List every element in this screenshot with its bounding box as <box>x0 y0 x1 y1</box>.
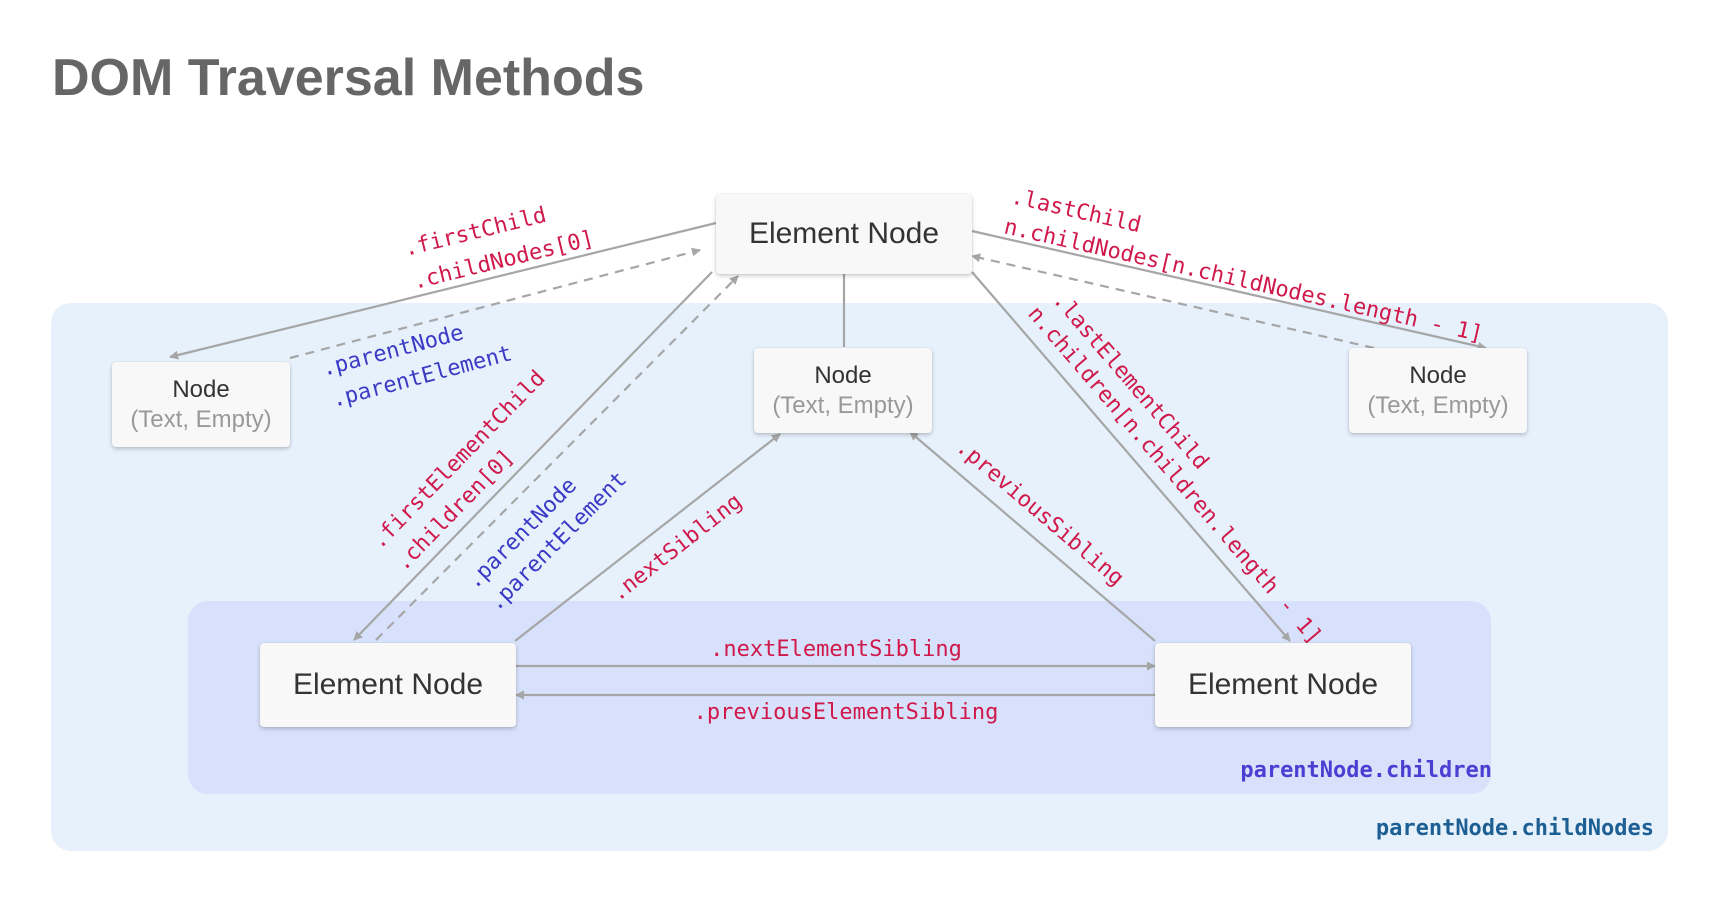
label-next-element-sibling: .nextElementSibling <box>710 637 962 662</box>
label-previous-sibling: .previousSibling <box>951 435 1128 592</box>
label-next-sibling: .nextSibling <box>606 489 747 607</box>
page-title: DOM Traversal Methods <box>52 49 645 107</box>
element-node-child-left: Element Node <box>260 643 516 727</box>
next-sibling-arrow <box>514 433 781 642</box>
node-sublabel: (Text, Empty) <box>772 391 914 419</box>
parent-node-arrow-left <box>289 247 701 360</box>
text-node-left: Node (Text, Empty) <box>112 362 290 447</box>
node-label: Node <box>814 361 872 389</box>
first-child-arrow <box>169 221 717 360</box>
node-label: Node <box>172 375 230 403</box>
childnodes-region-label: parentNode.childNodes <box>1375 816 1654 841</box>
label-previous-element-sibling: .previousElementSibling <box>694 700 999 725</box>
label-last-element-child: .lastElementChild <box>1047 288 1213 475</box>
node-sublabel: (Text, Empty) <box>1367 391 1509 419</box>
element-node-child-right: Element Node <box>1155 643 1411 727</box>
node-label: Element Node <box>1187 668 1379 701</box>
element-node-top: Element Node <box>716 194 972 274</box>
label-children-last: n.children[n.children.length - 1] <box>1022 302 1326 650</box>
text-node-right: Node (Text, Empty) <box>1349 348 1527 433</box>
node-label: Element Node <box>292 668 484 701</box>
last-child-arrow <box>971 229 1487 351</box>
node-label: Node <box>1409 361 1467 389</box>
children-region-label: parentNode.children <box>1240 758 1492 783</box>
node-sublabel: (Text, Empty) <box>130 405 272 433</box>
parent-element-arrow-child <box>375 275 739 641</box>
text-node-middle: Node (Text, Empty) <box>754 348 932 433</box>
first-element-child-arrow <box>353 271 713 641</box>
last-element-child-arrow <box>971 271 1291 642</box>
previous-sibling-arrow <box>909 431 1156 642</box>
node-label: Element Node <box>748 217 940 250</box>
parent-node-arrow-right <box>971 253 1375 350</box>
